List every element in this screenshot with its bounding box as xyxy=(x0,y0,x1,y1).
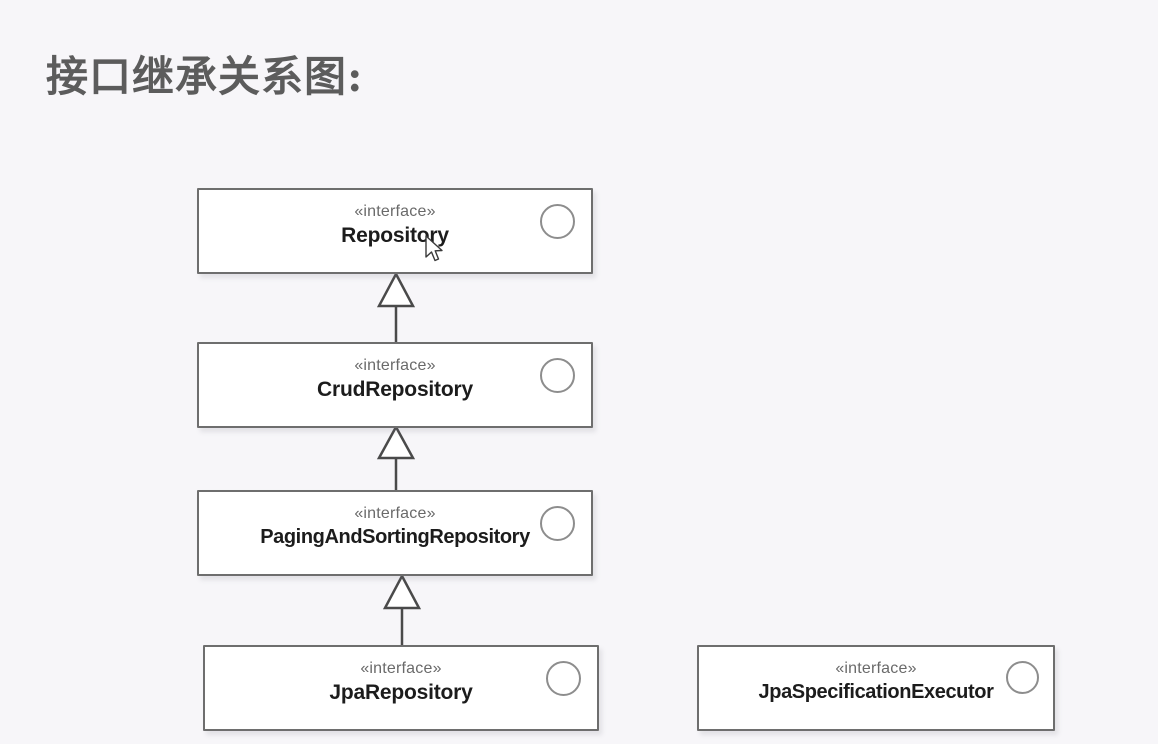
uml-node-repository[interactable]: «interface» Repository xyxy=(197,188,593,274)
uml-class-name: JpaSpecificationExecutor xyxy=(758,681,994,703)
interface-lollipop-icon xyxy=(540,506,575,541)
generalization-paging-to-crud xyxy=(376,424,416,494)
uml-class-name: Repository xyxy=(341,224,449,247)
interface-lollipop-icon xyxy=(540,358,575,393)
uml-class-name: PagingAndSortingRepository xyxy=(260,526,530,548)
uml-stereotype-label: «interface» xyxy=(354,203,436,220)
uml-node-jpa-specification-executor[interactable]: «interface» JpaSpecificationExecutor xyxy=(697,645,1055,731)
uml-node-jpa-repository[interactable]: «interface» JpaRepository xyxy=(203,645,599,731)
interface-lollipop-icon xyxy=(546,661,581,696)
generalization-crud-to-repository xyxy=(376,271,416,346)
uml-stereotype-label: «interface» xyxy=(354,505,436,522)
uml-class-name: CrudRepository xyxy=(317,378,473,401)
page-title: 接口继承关系图: xyxy=(46,52,364,101)
uml-stereotype-label: «interface» xyxy=(354,357,436,374)
interface-lollipop-icon xyxy=(1006,661,1039,694)
interface-lollipop-icon xyxy=(540,204,575,239)
uml-node-crud-repository[interactable]: «interface» CrudRepository xyxy=(197,342,593,428)
uml-stereotype-label: «interface» xyxy=(835,660,917,677)
uml-class-name: JpaRepository xyxy=(329,681,473,704)
uml-stereotype-label: «interface» xyxy=(360,660,442,677)
uml-node-paging-and-sorting-repository[interactable]: «interface» PagingAndSortingRepository xyxy=(197,490,593,576)
generalization-jpa-to-paging xyxy=(382,573,422,649)
